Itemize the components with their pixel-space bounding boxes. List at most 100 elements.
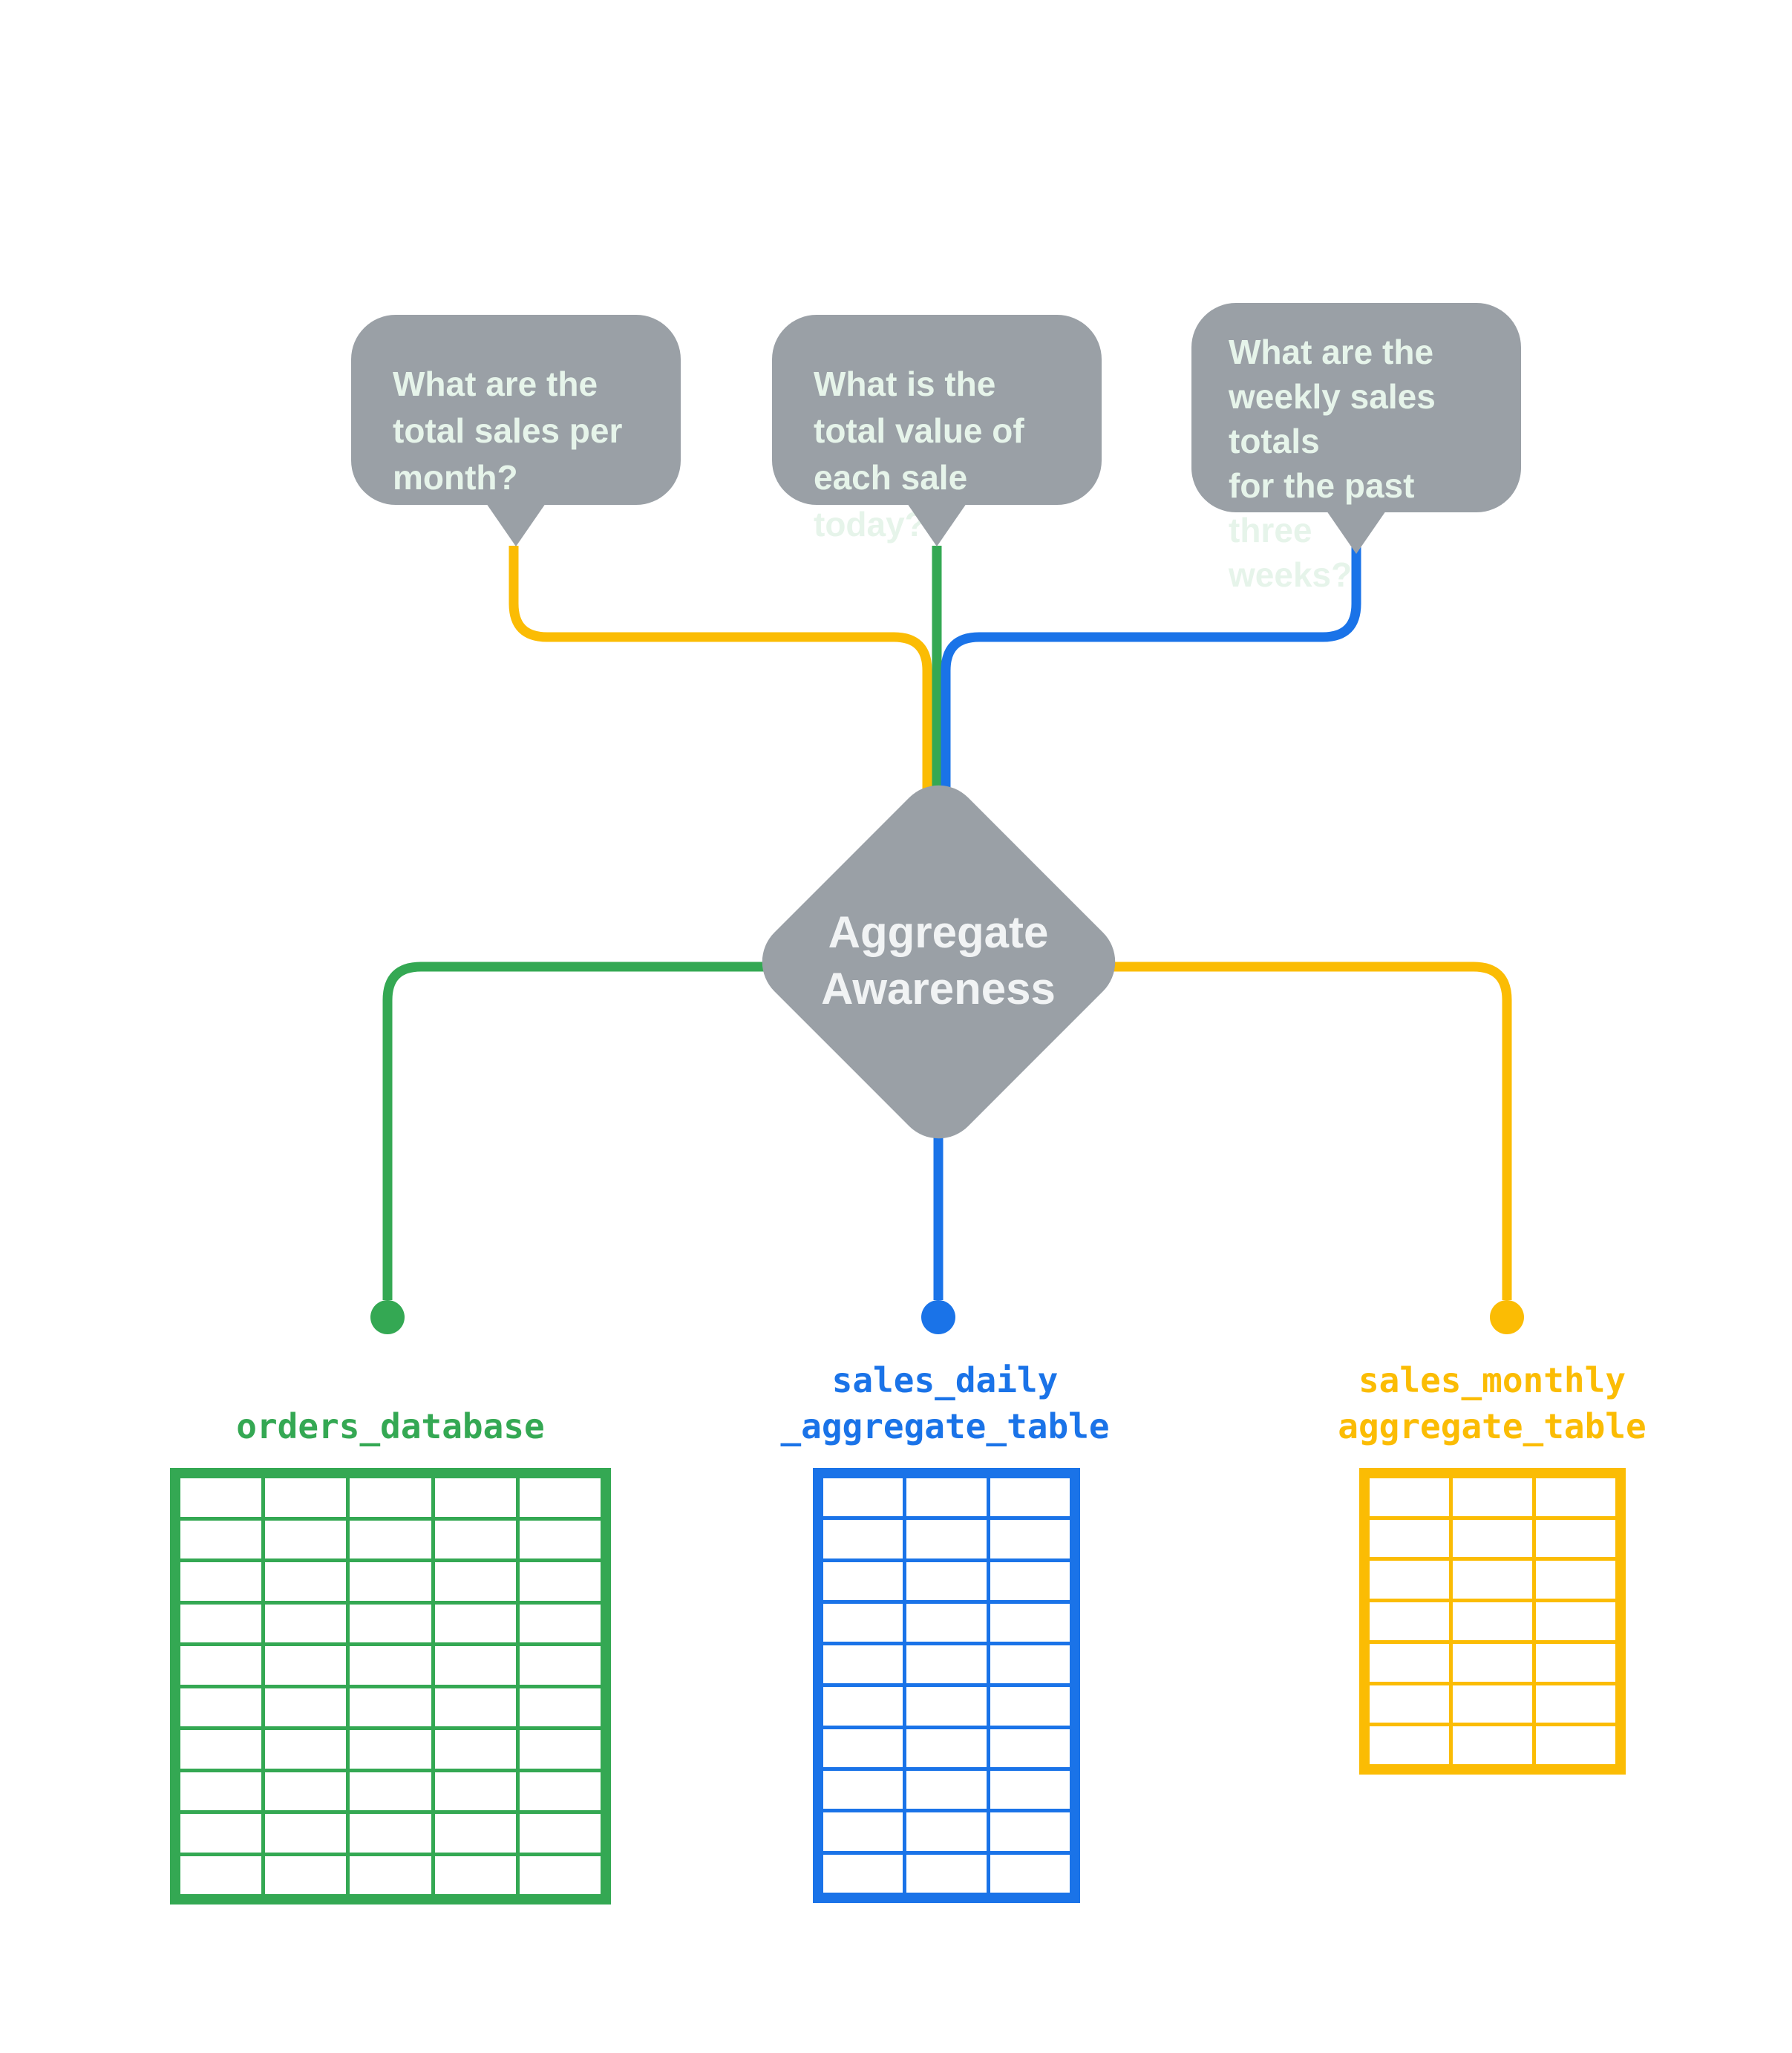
question-line: month? xyxy=(393,458,518,497)
table-cell xyxy=(265,1604,347,1642)
table-cell xyxy=(1370,1478,1449,1516)
table-cell xyxy=(823,1478,903,1517)
table-cell xyxy=(823,1603,903,1642)
table-cell xyxy=(265,1730,347,1769)
table-cell xyxy=(265,1772,347,1810)
table-cell xyxy=(434,1604,516,1642)
table-cell xyxy=(434,1646,516,1685)
table-cell xyxy=(434,1688,516,1726)
table-cell xyxy=(906,1645,987,1684)
orders-database-endpoint-dot xyxy=(370,1300,405,1334)
table-cell xyxy=(906,1687,987,1726)
table-cell xyxy=(265,1562,347,1601)
question-line: total value of xyxy=(814,411,1024,450)
table-cell xyxy=(906,1812,987,1851)
question-bubble-daily-sale-value: What is the total value of each sale tod… xyxy=(772,315,1102,546)
question-bubble-monthly-sales: What are the total sales per month? xyxy=(351,315,681,546)
question-text: What are the total sales per month? xyxy=(351,315,681,501)
table-cell xyxy=(350,1688,431,1726)
table-cell xyxy=(519,1688,601,1726)
table-cell xyxy=(350,1646,431,1685)
table-cell xyxy=(434,1478,516,1517)
datastore-label-line: sales_monthly xyxy=(1358,1360,1626,1400)
table-cell xyxy=(350,1730,431,1769)
table-cell xyxy=(519,1814,601,1853)
table-cell xyxy=(823,1687,903,1726)
table-cell xyxy=(350,1478,431,1517)
table-cell xyxy=(265,1520,347,1558)
connector-monthly-aggregate-line xyxy=(1091,962,1512,1300)
table-cell xyxy=(1536,1561,1615,1599)
table-cell xyxy=(823,1812,903,1851)
table-cell xyxy=(180,1814,262,1853)
sales-monthly-aggregate-table xyxy=(1359,1468,1626,1775)
orders-database-label: orders_database xyxy=(131,1353,650,1449)
table-cell xyxy=(519,1772,601,1810)
table-cell xyxy=(1536,1643,1615,1682)
question-line: weekly sales totals xyxy=(1229,377,1436,460)
table-cell xyxy=(906,1729,987,1768)
table-cell xyxy=(823,1561,903,1600)
table-cell xyxy=(1453,1561,1532,1599)
table-cell xyxy=(990,1812,1070,1851)
table-cell xyxy=(180,1478,262,1517)
question-line: total sales per xyxy=(393,411,623,450)
orders-database-table xyxy=(170,1468,611,1905)
table-cell xyxy=(1453,1685,1532,1723)
sales-monthly-aggregate-table-label: sales_monthly aggregate_table xyxy=(1232,1353,1752,1449)
table-cell xyxy=(990,1854,1070,1893)
table-cell xyxy=(434,1855,516,1894)
datastore-label-line: _aggregate_table xyxy=(780,1406,1110,1446)
table-cell xyxy=(350,1520,431,1558)
table-cell xyxy=(1536,1685,1615,1723)
table-cell xyxy=(265,1855,347,1894)
daily-aggregate-endpoint-dot xyxy=(921,1300,955,1334)
table-cell xyxy=(180,1646,262,1685)
datastore-label-line: sales_daily xyxy=(831,1360,1059,1400)
table-cell xyxy=(265,1814,347,1853)
table-cell xyxy=(823,1520,903,1558)
table-cell xyxy=(1536,1478,1615,1516)
table-cell xyxy=(519,1562,601,1601)
table-cell xyxy=(265,1478,347,1517)
table-cell xyxy=(1370,1602,1449,1640)
table-cell xyxy=(1536,1602,1615,1640)
question-text: What is the total value of each sale tod… xyxy=(772,315,1102,548)
table-cell xyxy=(990,1478,1070,1517)
table-cell xyxy=(180,1562,262,1601)
monthly-aggregate-endpoint-dot xyxy=(1490,1300,1524,1334)
table-cell xyxy=(434,1772,516,1810)
table-cell xyxy=(906,1771,987,1809)
table-cell xyxy=(1536,1519,1615,1558)
table-cell xyxy=(1370,1726,1449,1764)
table-cell xyxy=(1370,1685,1449,1723)
table-cell xyxy=(1370,1561,1449,1599)
table-cell xyxy=(434,1730,516,1769)
table-cell xyxy=(1453,1726,1532,1764)
table-cell xyxy=(265,1688,347,1726)
question-line: What are the xyxy=(1229,333,1434,371)
diamond-label-line: Awareness xyxy=(821,964,1056,1014)
table-cell xyxy=(1453,1643,1532,1682)
table-cell xyxy=(350,1814,431,1853)
bubble-tail xyxy=(1327,511,1386,554)
question-line: each sale today? xyxy=(814,458,968,544)
table-cell xyxy=(180,1688,262,1726)
sales-daily-aggregate-table-label: sales_daily _aggregate_table xyxy=(685,1353,1205,1449)
table-cell xyxy=(1536,1726,1615,1764)
table-cell xyxy=(906,1520,987,1558)
connector-weekly-question-line xyxy=(941,547,1361,809)
table-cell xyxy=(519,1646,601,1685)
table-cell xyxy=(434,1814,516,1853)
table-cell xyxy=(1453,1519,1532,1558)
table-cell xyxy=(990,1729,1070,1768)
table-cell xyxy=(180,1772,262,1810)
table-cell xyxy=(180,1604,262,1642)
table-cell xyxy=(180,1730,262,1769)
table-cell xyxy=(350,1604,431,1642)
table-cell xyxy=(350,1562,431,1601)
table-cell xyxy=(990,1645,1070,1684)
table-cell xyxy=(180,1855,262,1894)
table-cell xyxy=(823,1854,903,1893)
